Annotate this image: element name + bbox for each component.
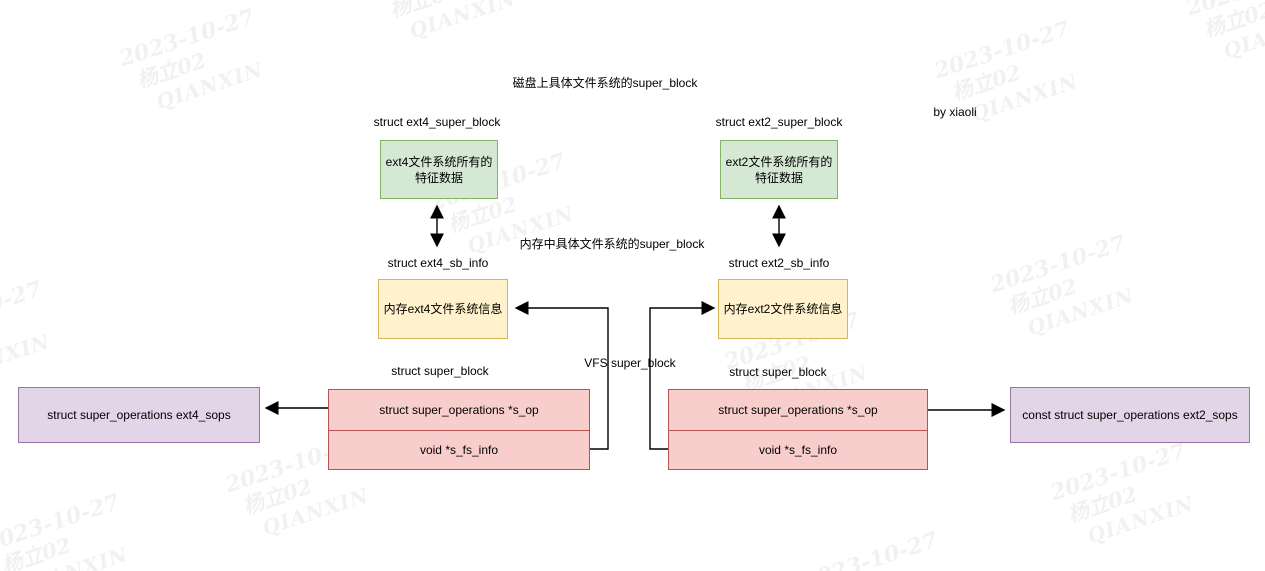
ext2-sops-box[interactable]: const struct super_operations ext2_sops — [1010, 387, 1250, 443]
super-block-right-label: struct super_block — [729, 365, 827, 379]
super-block-right-sop-row[interactable]: struct super_operations *s_op — [718, 402, 878, 417]
ext2-super-block-box[interactable]: ext2文件系统所有的 特征数据 — [720, 140, 838, 199]
ext2-sops-text: const struct super_operations ext2_sops — [1022, 408, 1238, 422]
ext4-super-block-text-line1: ext4文件系统所有的 — [385, 154, 493, 169]
memory-superblock-title: 内存中具体文件系统的super_block — [519, 237, 705, 251]
super-block-right-sfsinfo-row[interactable]: void *s_fs_info — [669, 429, 927, 470]
super-block-left-sop-row[interactable]: struct super_operations *s_op — [379, 402, 539, 417]
ext4-sops-box[interactable]: struct super_operations ext4_sops — [18, 387, 260, 443]
ext2-super-block-label: struct ext2_super_block — [715, 115, 843, 129]
disk-superblock-title: 磁盘上具体文件系统的super_block — [512, 76, 698, 90]
ext4-super-block-text-line2: 特征数据 — [414, 170, 463, 185]
ext2-sb-info-text: 内存ext2文件系统信息 — [723, 302, 843, 316]
super-block-right-box[interactable]: struct super_operations *s_op void *s_fs… — [668, 389, 928, 470]
ext2-sb-info-box[interactable]: 内存ext2文件系统信息 — [718, 279, 848, 339]
ext4-super-block-label: struct ext4_super_block — [373, 115, 501, 129]
ext4-sops-text: struct super_operations ext4_sops — [47, 408, 231, 422]
vfs-superblock-label: VFS super_block — [584, 356, 676, 370]
byline: by xiaoli — [933, 105, 977, 119]
ext4-sb-info-label: struct ext4_sb_info — [387, 256, 489, 270]
ext2-super-block-text-line2: 特征数据 — [754, 170, 803, 185]
ext4-sb-info-box[interactable]: 内存ext4文件系统信息 — [378, 279, 508, 339]
ext4-super-block-box[interactable]: ext4文件系统所有的 特征数据 — [380, 140, 498, 199]
ext4-sb-info-text: 内存ext4文件系统信息 — [383, 302, 503, 316]
super-block-left-sfsinfo-row[interactable]: void *s_fs_info — [329, 429, 589, 470]
ext2-super-block-text-line1: ext2文件系统所有的 — [725, 154, 833, 169]
super-block-left-label: struct super_block — [391, 364, 489, 378]
super-block-left-box[interactable]: struct super_operations *s_op void *s_fs… — [328, 389, 590, 470]
ext2-sb-info-label: struct ext2_sb_info — [728, 256, 830, 270]
